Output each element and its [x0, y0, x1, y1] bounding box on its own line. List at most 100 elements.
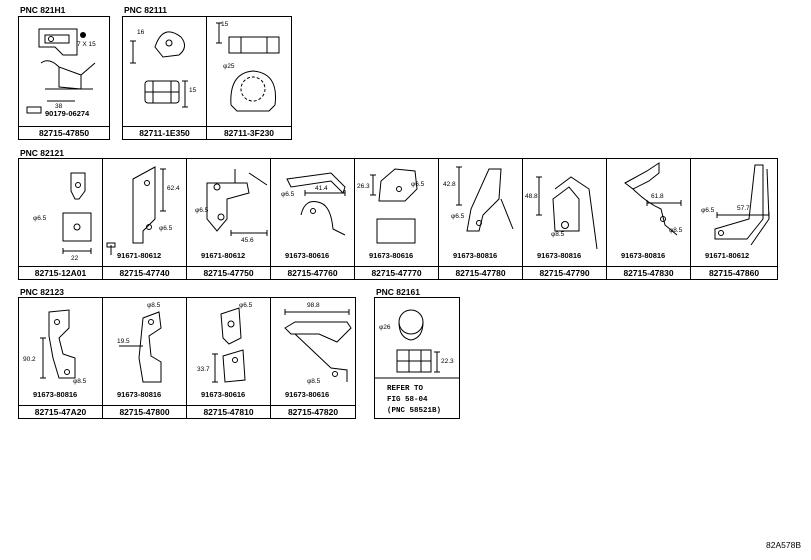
part-number[interactable]: 82715-47800	[103, 405, 186, 418]
dimension-label: 62.4	[167, 185, 180, 192]
part-cell[interactable]: 98.8 φ8.5 91673-80616 82715-47820	[271, 298, 355, 418]
bracket-drawing	[119, 311, 162, 383]
dimension-label: 33.7	[197, 366, 210, 373]
bracket-drawing	[212, 307, 246, 383]
bracket-drawing	[286, 172, 346, 236]
bracket-drawing	[714, 164, 770, 246]
part-number[interactable]: 82715-47760	[271, 266, 354, 279]
part-cell[interactable]: 61.8 φ8.5 91673-80816 82715-47830	[607, 159, 691, 279]
dimension-label: 22	[71, 255, 79, 262]
part-number[interactable]: 82715-47820	[271, 405, 355, 418]
dimension-label: φ8.5	[307, 378, 321, 385]
part-number[interactable]: 82715-47780	[439, 266, 522, 279]
part-cell[interactable]: 48.8 φ8.5 91673-80816 82715-47790	[523, 159, 607, 279]
sub-part-number: 91671-80612	[117, 251, 162, 260]
bracket-drawing	[370, 168, 418, 244]
bracket-drawing	[456, 166, 514, 232]
part-cell[interactable]: 42.8 φ6.5 91673-80816 82715-47780	[439, 159, 523, 279]
part-cell[interactable]: φ6.5 45.6 91671-80612 82715-47750	[187, 159, 271, 279]
sub-part-number: 91673-80816	[537, 251, 582, 260]
part-number[interactable]: 82715-47790	[523, 266, 606, 279]
part-number[interactable]: 82715-47830	[607, 266, 690, 279]
clamp-drawing	[216, 22, 280, 112]
dimension-label: 57.7	[737, 205, 750, 212]
sub-part-number: 91673-80616	[285, 251, 330, 260]
sub-part-number: 91673-80816	[621, 251, 666, 260]
bracket-drawing	[624, 162, 682, 236]
dimension-label: φ25	[223, 63, 235, 70]
dimension-label: φ6.5	[451, 213, 465, 220]
dimension-label: 16	[137, 29, 145, 36]
sub-part-number: 91673-80816	[117, 390, 162, 399]
sub-part-number: 91671-80612	[705, 251, 750, 260]
dimension-label: φ6.5	[281, 191, 295, 198]
part-number[interactable]: 82715-12A01	[19, 266, 102, 279]
dimension-label: φ6.5	[159, 225, 173, 232]
reference-note-line: FIG 58-04	[387, 396, 428, 404]
part-cell[interactable]: φ6.5 22 82715-12A01	[19, 159, 103, 279]
dimension-label: 15	[189, 87, 197, 94]
dimension-label: 41.4	[315, 185, 328, 192]
reference-note-line: (PNC 58521B)	[387, 407, 442, 415]
reference-note-line: REFER TO	[387, 385, 424, 393]
sub-part-number: 91673-80816	[33, 390, 78, 399]
dimension-label: φ8.5	[669, 227, 683, 234]
pnc-label-821h1: PNC 821H1	[20, 5, 66, 15]
group-82121: φ6.5 22 82715-12A01 62.4 φ6.5 91671-8061…	[18, 158, 778, 280]
dimension-label: φ26	[379, 324, 391, 331]
dimension-label: φ6.5	[701, 207, 715, 214]
sub-part-number: 90179-06274	[45, 109, 90, 118]
part-number[interactable]: 82715-47740	[103, 266, 186, 279]
dimension-label: 7 X 15	[77, 41, 96, 48]
bracket-drawing	[106, 166, 166, 255]
figure-id: 82A578B	[766, 540, 801, 550]
part-number[interactable]: 82715-47770	[355, 266, 438, 279]
sub-part-number: 91673-80616	[285, 390, 330, 399]
dimension-label: 22.3	[441, 358, 454, 365]
reference-note: REFER TO FIG 58-04 (PNC 58521B)	[387, 384, 441, 417]
part-cell[interactable]: φ8.5 19.5 91673-80816 82715-47800	[103, 298, 187, 418]
part-number[interactable]: 82715-47850	[19, 126, 109, 139]
dimension-label: φ6.5	[195, 207, 209, 214]
dimension-label: 15	[221, 21, 229, 28]
part-cell[interactable]: 90.2 φ8.5 91673-80816 82715-47A20	[19, 298, 103, 418]
clamp-drawing	[130, 31, 188, 108]
pnc-label-82111: PNC 82111	[124, 5, 168, 15]
part-cell[interactable]: 62.4 φ6.5 91671-80612 82715-47740	[103, 159, 187, 279]
dimension-label: 61.8	[651, 193, 664, 200]
part-number[interactable]: 82711-3F230	[207, 126, 291, 139]
dimension-label: 38	[55, 103, 63, 110]
dimension-label: φ8.5	[551, 231, 565, 238]
part-number[interactable]: 82715-47860	[691, 266, 777, 279]
part-number[interactable]: 82715-47750	[187, 266, 270, 279]
part-cell[interactable]: φ6.5 57.7 91671-80612 82715-47860	[691, 159, 777, 279]
part-cell[interactable]: 26.3 φ6.5 91673-80616 82715-47770	[355, 159, 439, 279]
part-cell[interactable]: 15 φ25 82711-3F230	[207, 17, 291, 139]
bracket-drawing	[26, 28, 96, 114]
group-82161: φ26 22.3 REFER TO FIG 58-04 (PNC 58521B)	[374, 297, 460, 419]
part-cell[interactable]: φ26 22.3 REFER TO FIG 58-04 (PNC 58521B)	[375, 298, 459, 418]
pnc-label-82161: PNC 82161	[376, 287, 420, 297]
dimension-label: φ6.5	[33, 215, 47, 222]
part-number[interactable]: 82715-47A20	[19, 405, 102, 418]
sub-part-number: 91673-80616	[201, 390, 246, 399]
pnc-label-82121: PNC 82121	[20, 148, 64, 158]
part-number[interactable]: 82711-1E350	[123, 126, 206, 139]
pnc-label-82123: PNC 82123	[20, 287, 64, 297]
dimension-label: 19.5	[117, 338, 130, 345]
group-82111: 16 15 82711-1E350 15 φ25 82711-3F230	[122, 16, 292, 140]
bracket-drawing	[62, 172, 92, 254]
dimension-label: 45.6	[241, 237, 254, 244]
part-cell[interactable]: 7 X 15 38 90179-06274 82715-47850	[19, 17, 109, 139]
bracket-drawing	[40, 309, 76, 379]
dimension-label: 90.2	[23, 356, 36, 363]
part-number[interactable]: 82715-47810	[187, 405, 270, 418]
dimension-label: φ8.5	[147, 302, 161, 309]
bracket-drawing	[536, 176, 598, 250]
dimension-label: 26.3	[357, 183, 370, 190]
group-82123: 90.2 φ8.5 91673-80816 82715-47A20 φ8.5 1…	[18, 297, 356, 419]
part-cell[interactable]: φ6.5 41.4 91673-80616 82715-47760	[271, 159, 355, 279]
part-cell[interactable]: 16 15 82711-1E350	[123, 17, 207, 139]
part-cell[interactable]: φ6.5 33.7 91673-80616 82715-47810	[187, 298, 271, 418]
dimension-label: 48.8	[525, 193, 538, 200]
